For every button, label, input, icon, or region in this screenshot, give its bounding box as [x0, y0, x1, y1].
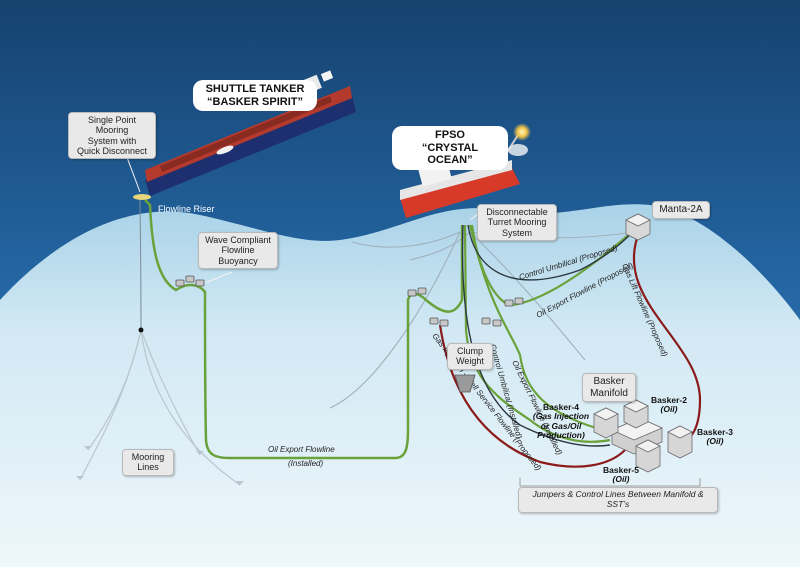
clump-weight [454, 374, 476, 393]
spm-label: Single Point Mooring System with Quick D… [68, 112, 156, 160]
fpso-title: FPSO “CRYSTAL OCEAN” [392, 126, 508, 170]
turret-label: Disconnectable Turret Mooring System [477, 204, 557, 242]
buoyancy-modules [175, 275, 524, 327]
underwater-section [0, 204, 800, 567]
basker-5-tree [635, 439, 661, 473]
subsea-structures [593, 213, 693, 473]
basker-4-tree [593, 407, 619, 439]
clump-weight-label: Clump Weight [447, 343, 493, 370]
shuttle-tanker-title: SHUTTLE TANKER “BASKER SPIRIT” [193, 80, 317, 112]
manta-2a-tree [625, 213, 651, 241]
jumpers-bracket [519, 478, 701, 487]
flow-label-oil-export: Oil Export Flowline [268, 445, 335, 454]
fpso-title-line1: FPSO [435, 129, 465, 141]
basker-2-tree [623, 399, 649, 429]
flowline-riser-label: Flowline Riser [158, 204, 215, 214]
tanker-title-line2: “BASKER SPIRIT” [207, 95, 303, 108]
basker-3-tree [667, 425, 693, 459]
oil-export-flowline-installed [144, 199, 464, 460]
jumpers-label: Jumpers & Control Lines Between Manifold… [518, 487, 718, 513]
manta-label: Manta-2A [652, 201, 710, 219]
tanker-title-line1: SHUTTLE TANKER [205, 83, 305, 95]
wave-buoyancy-label: Wave Compliant Flowline Buoyancy [198, 232, 278, 270]
basker-manifold-label: Basker Manifold [582, 373, 636, 402]
mooring-lines [79, 199, 241, 486]
flare-icon [513, 123, 531, 141]
basker-3-label: Basker-3 (Oil) [697, 427, 733, 447]
basker-5-label: Basker-5 (Oil) [603, 465, 639, 485]
mooring-arrowheads [76, 446, 244, 485]
control-umbilicals [461, 224, 641, 447]
mooring-lines-label: Mooring Lines [122, 449, 174, 476]
mooring-node [138, 327, 144, 333]
flare-smoke [508, 144, 528, 156]
flow-label-installed: (Installed) [288, 459, 323, 468]
spm-buoy [133, 194, 151, 200]
fpso-title-line2: “CRYSTAL OCEAN” [421, 141, 479, 167]
basker-2-label: Basker-2 (Oil) [651, 395, 687, 415]
red-flowlines [438, 229, 702, 468]
basker-4-label: Basker-4 (Gas Injection or Gas/Oil Produ… [532, 402, 590, 441]
